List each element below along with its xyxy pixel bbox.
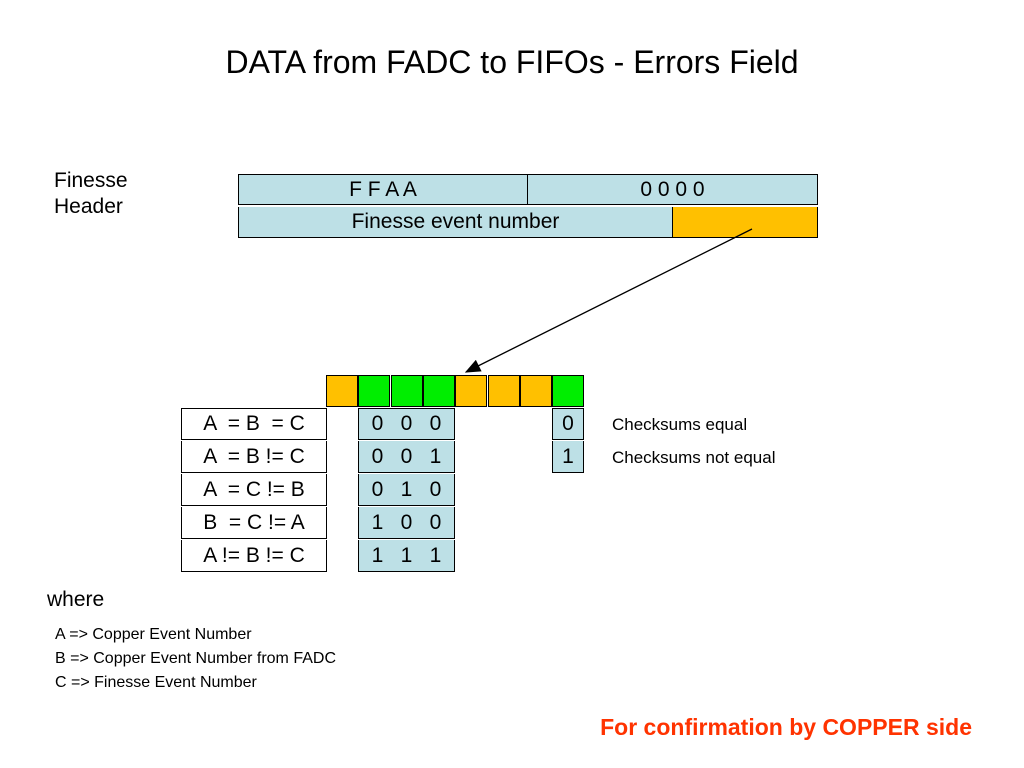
condition-label: A = B = C	[181, 408, 327, 440]
checksum-description: Checksums equal	[612, 415, 748, 434]
checksum-description: Checksums not equal	[612, 448, 776, 467]
condition-bit-value: 1	[400, 543, 413, 567]
error-bit-2	[390, 375, 423, 407]
error-bit-5	[487, 375, 520, 407]
footer-note: For confirmation by COPPER side	[600, 714, 972, 740]
condition-bit-value: 0	[429, 477, 442, 501]
header-cell-0000: 0 0 0 0	[528, 174, 818, 205]
checksum-bit: 1	[552, 441, 584, 473]
condition-label: A = C != B	[181, 474, 327, 506]
definition-item: B => Copper Event Number from FADC	[55, 650, 336, 667]
error-bit-7	[552, 375, 585, 407]
error-bit-4	[455, 375, 488, 407]
condition-bit-value: 1	[371, 510, 384, 534]
header-cell-event-number: Finesse event number	[238, 207, 673, 238]
finesse-label-line1: Finesse	[54, 169, 128, 192]
condition-bit-value: 0	[371, 444, 384, 468]
condition-label: A != B != C	[181, 540, 327, 572]
finesse-label-line2: Header	[54, 195, 123, 218]
checksum-bit: 0	[552, 408, 584, 440]
condition-bit-value: 1	[371, 543, 384, 567]
condition-label: B = C != A	[181, 507, 327, 539]
condition-bit-value: 0	[429, 510, 442, 534]
condition-bit-value: 0	[371, 477, 384, 501]
error-bit-6	[519, 375, 552, 407]
condition-bit-value: 0	[429, 412, 442, 435]
slide-title: DATA from FADC to FIFOs - Errors Field	[225, 44, 799, 80]
condition-bit-value: 0	[400, 412, 413, 435]
condition-bit-value: 0	[400, 510, 413, 534]
condition-label: A = B != C	[181, 441, 327, 473]
definition-item: C => Finesse Event Number	[55, 674, 257, 691]
error-bit-3	[422, 375, 455, 407]
error-bit-0	[326, 375, 358, 407]
condition-bit-value: 1	[429, 543, 442, 567]
where-label: where	[47, 588, 105, 611]
finesse-header-label: Finesse Header	[54, 168, 128, 220]
error-bit-1	[358, 375, 391, 407]
condition-bit-value: 1	[400, 477, 413, 501]
condition-bit-value: 0	[371, 412, 384, 435]
header-row-2: Finesse event number	[238, 207, 818, 238]
condition-bit-value: 1	[429, 444, 442, 468]
condition-bit-value: 0	[400, 444, 413, 468]
header-cell-ffaa: F F A A	[238, 174, 528, 205]
header-row-1: F F A A 0 0 0 0	[238, 174, 818, 205]
definition-item: A => Copper Event Number	[55, 626, 252, 643]
